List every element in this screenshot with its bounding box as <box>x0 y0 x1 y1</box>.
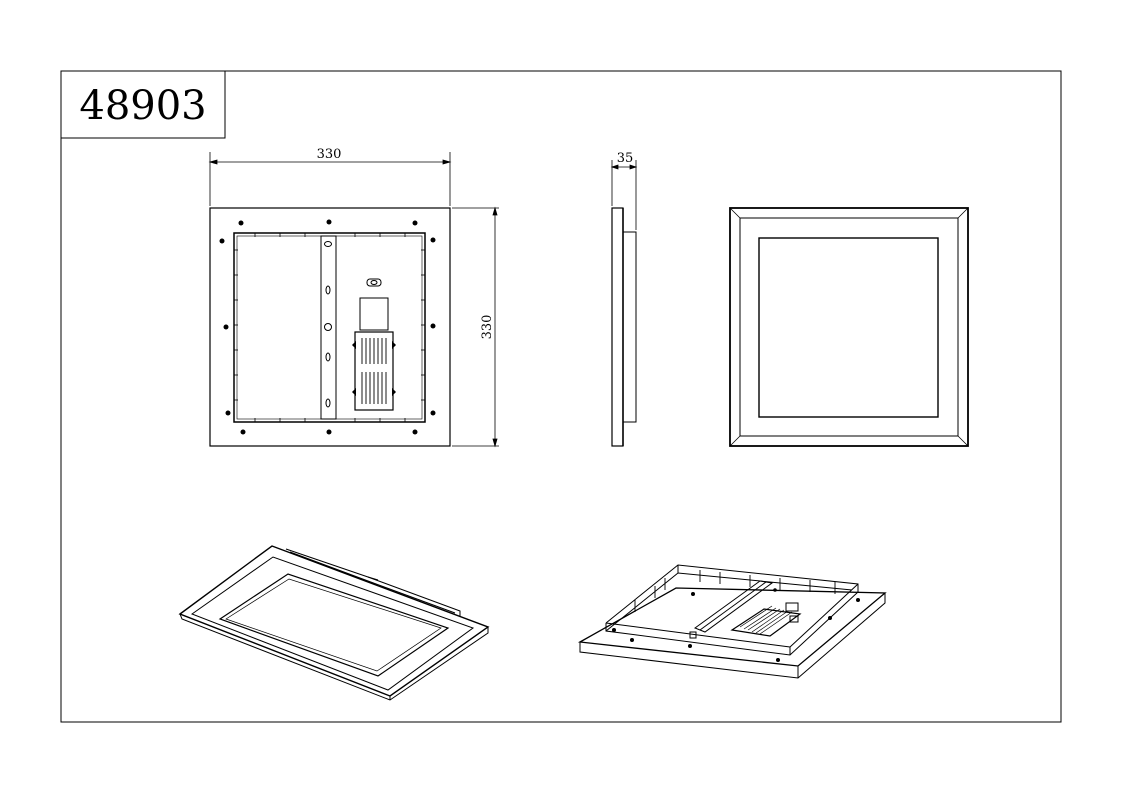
drawing-frame <box>60 70 1062 723</box>
height-label: 330 <box>480 315 495 340</box>
isometric-front-view <box>178 545 490 701</box>
isometric-back-view <box>577 564 887 679</box>
depth-label: 35 <box>617 151 634 166</box>
side-view <box>611 207 637 447</box>
width-label: 330 <box>317 147 342 162</box>
front-view <box>729 207 969 447</box>
width-dimension <box>208 152 452 206</box>
top-view <box>209 207 451 447</box>
height-dimension <box>452 206 499 448</box>
model-number: 48903 <box>79 83 206 129</box>
depth-dimension <box>610 160 638 230</box>
title-block: 48903 <box>60 70 226 139</box>
